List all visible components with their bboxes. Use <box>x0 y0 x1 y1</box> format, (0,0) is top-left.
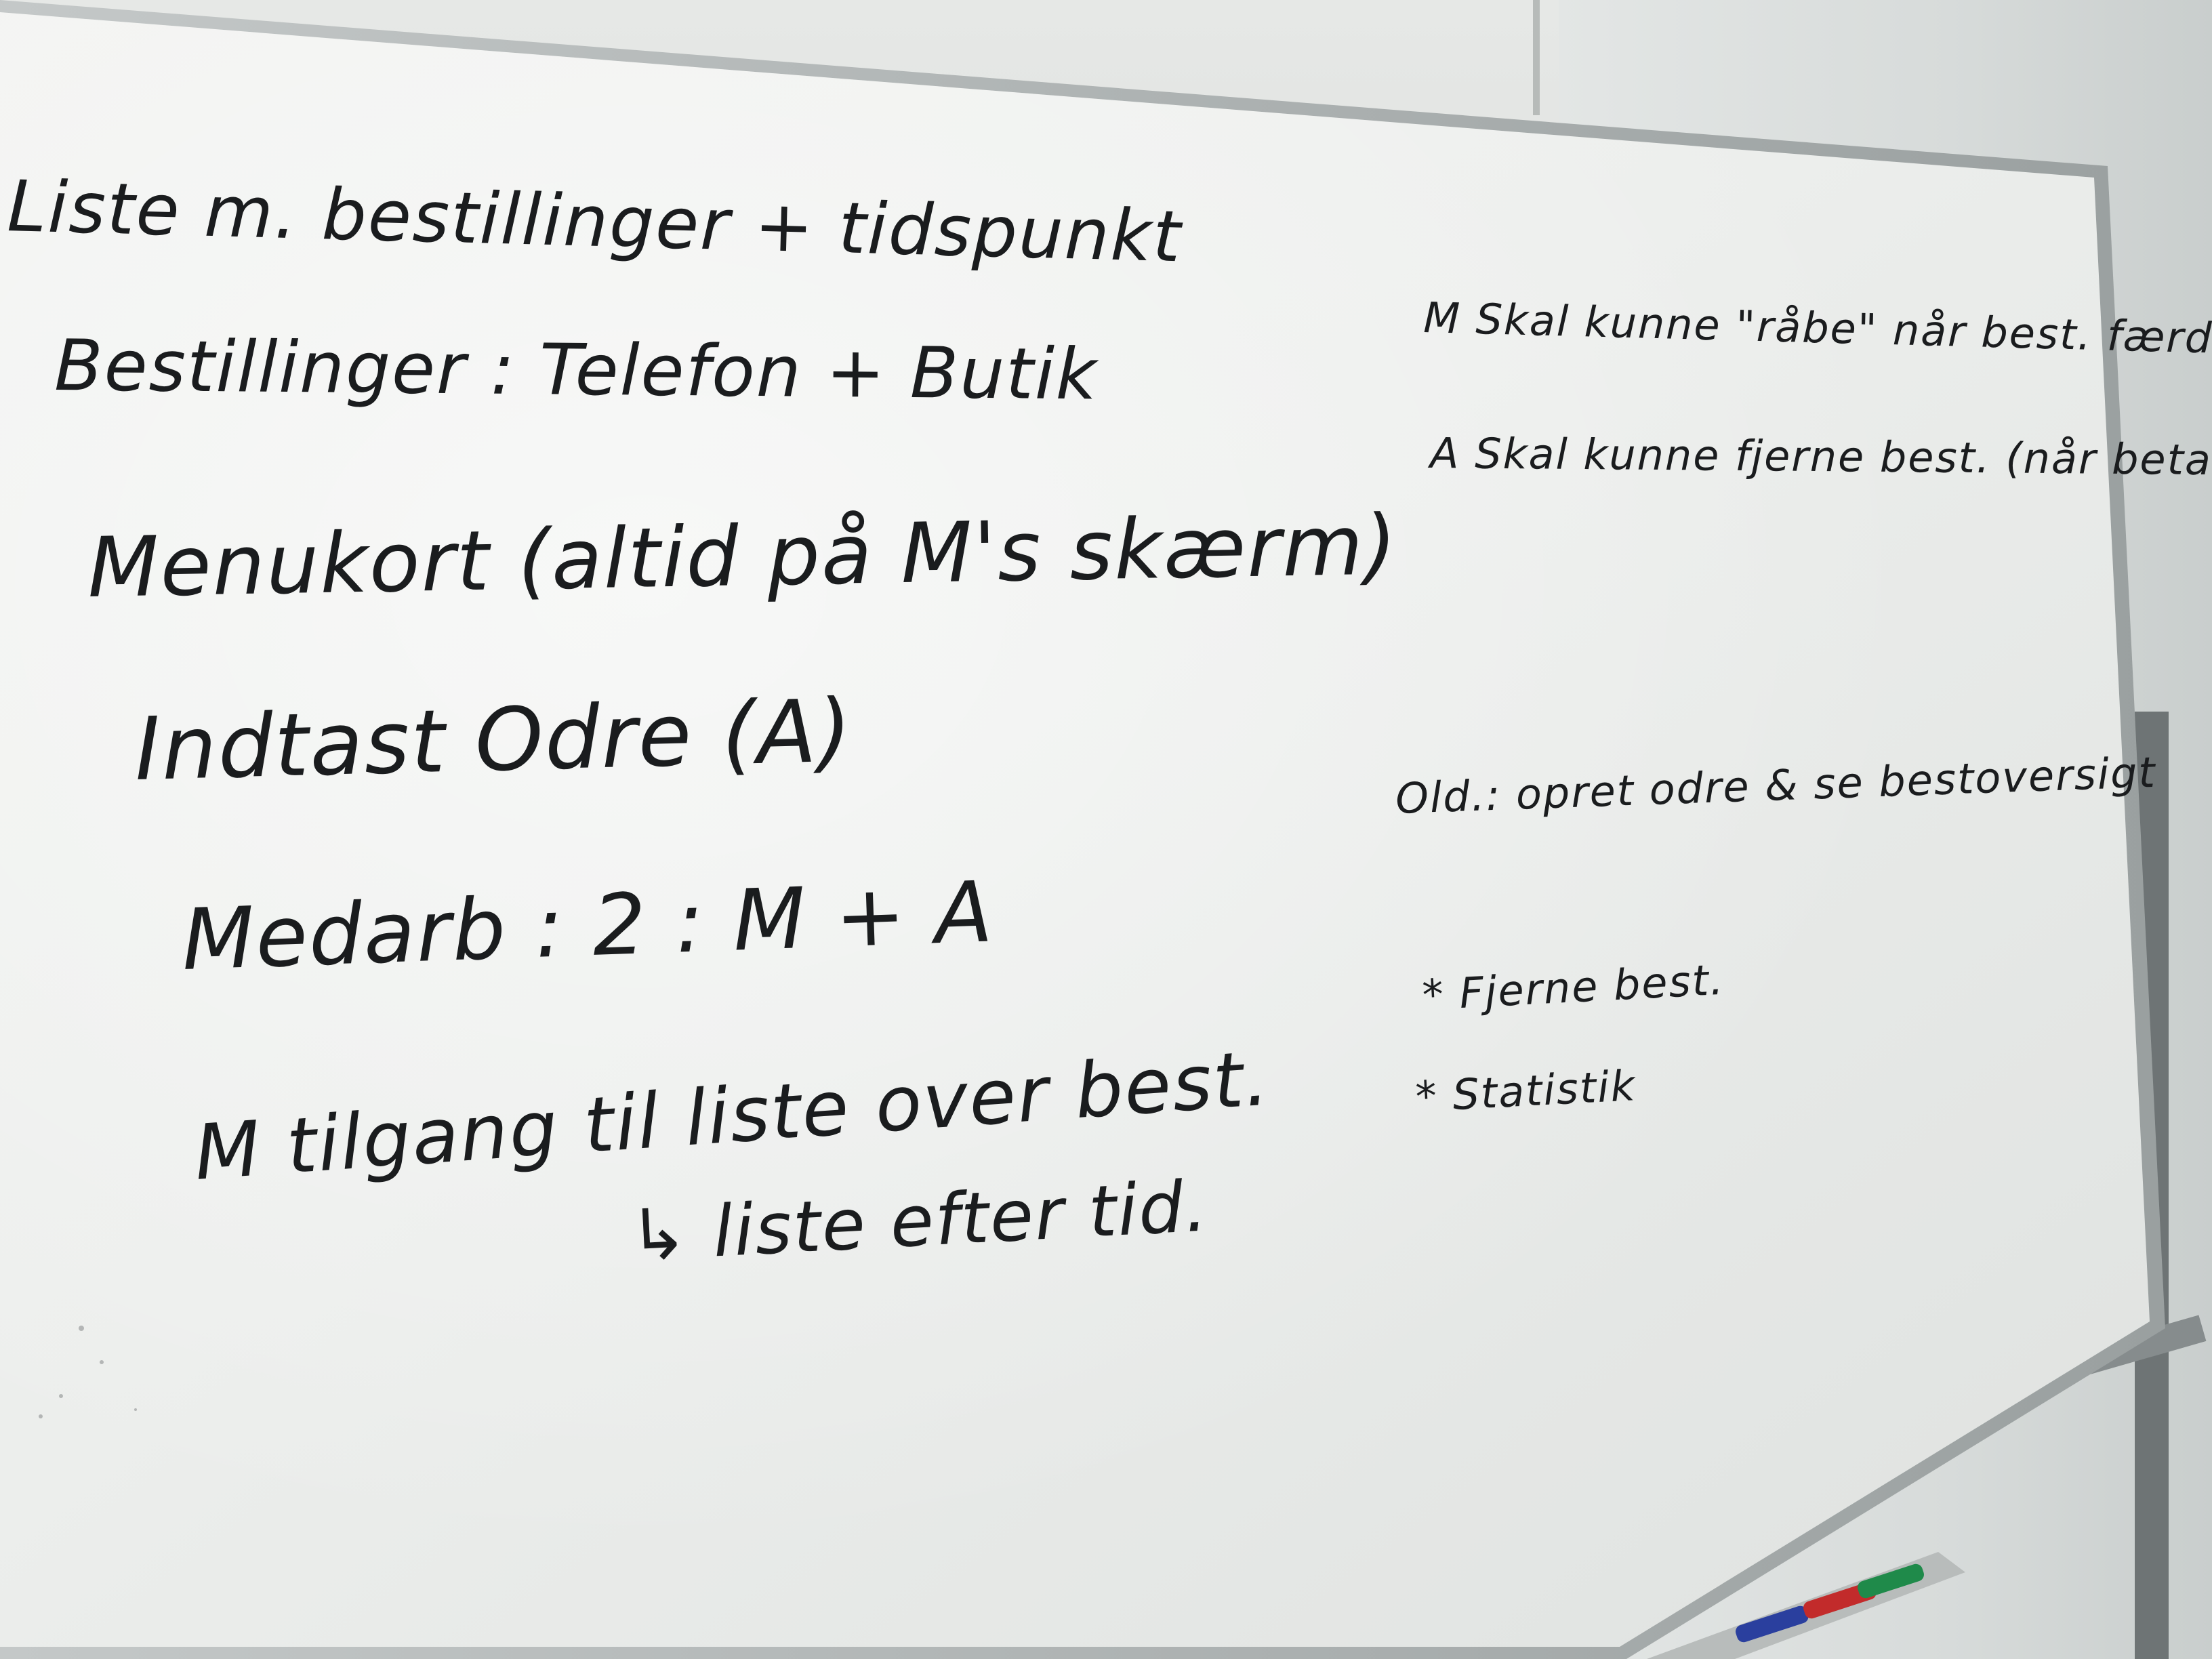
board-smudges <box>39 1326 137 1418</box>
marker-green <box>1858 1563 1924 1599</box>
note-right-2: A Skal kunne fjerne best. (når betalt) <box>1427 428 2212 485</box>
marker-blue <box>1736 1605 1809 1643</box>
note-line-3: Menukort (altid på M's skærm) <box>87 497 1399 616</box>
note-line-4: Indtast Odre (A) <box>134 680 854 800</box>
left-notes: Liste m. bestillinger + tidspunkt Bestil… <box>6 165 1398 1277</box>
whiteboard-glare <box>0 12 2150 1647</box>
marker-red <box>1803 1582 1877 1619</box>
note-line-2: Bestillinger : Telefon + Butik <box>54 324 1100 415</box>
wall-seam <box>1533 0 1540 115</box>
note-right-5: * Statistik <box>1414 1061 1637 1122</box>
